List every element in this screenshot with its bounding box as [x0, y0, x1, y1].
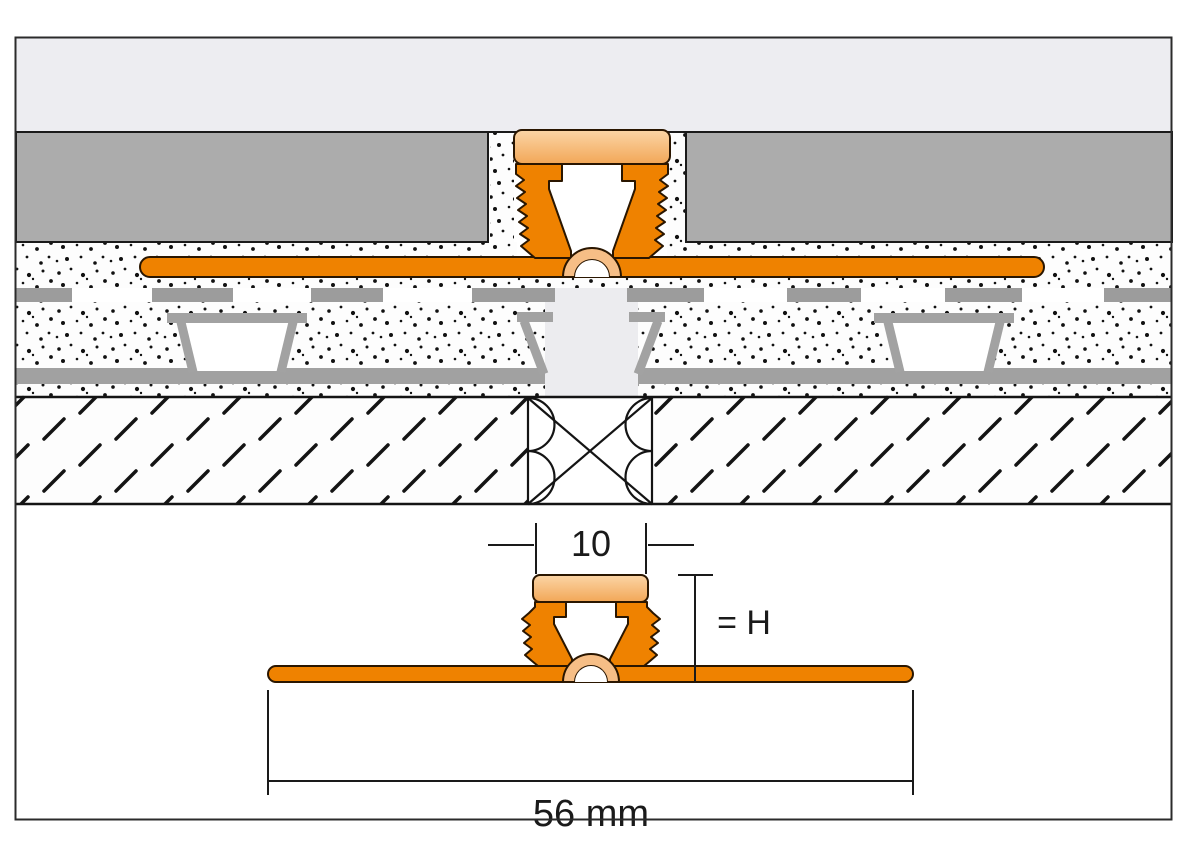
above-floor-background [16, 38, 1172, 132]
panel-stud-left [167, 313, 307, 374]
installed-assembly-section [15, 38, 1173, 506]
dimension-joint-width [488, 523, 694, 574]
adhesive-joint-strip-right [668, 133, 686, 243]
panel-half-stud-right [629, 312, 665, 376]
substrate-layer [16, 395, 1172, 506]
dimension-overall-width [267, 690, 914, 795]
panel-half-stud-left [517, 312, 553, 376]
screed-joint-column [545, 288, 638, 397]
dimension-height [678, 574, 713, 682]
profile-leg-right [612, 163, 669, 259]
profile-dimension-detail: 10 = H 56 mm [267, 523, 914, 835]
profile-arch-void [575, 260, 609, 277]
detail-leg-left [521, 601, 573, 667]
panel-base-left [16, 368, 545, 384]
profile-height-label: = H [717, 604, 771, 642]
detail-arch-void [575, 666, 607, 682]
tile-right [685, 131, 1173, 243]
detail-movement-cap [532, 574, 649, 603]
detail-leg-right [609, 601, 661, 667]
installed-profile [139, 129, 1045, 278]
panel-stud-right [874, 313, 1014, 374]
joint-width-label: 10 [571, 523, 611, 564]
joint-insulation-hatch [526, 396, 654, 506]
profile-movement-cap [513, 129, 671, 165]
adhesive-joint-strip-left [490, 133, 514, 243]
drawing-frame [14, 36, 1173, 821]
profile-leg-left [515, 163, 572, 259]
overall-width-label: 56 mm [533, 793, 649, 835]
uncoupling-mat-layer [16, 288, 1172, 302]
tile-left [15, 131, 489, 243]
panel-base-right [638, 368, 1172, 384]
